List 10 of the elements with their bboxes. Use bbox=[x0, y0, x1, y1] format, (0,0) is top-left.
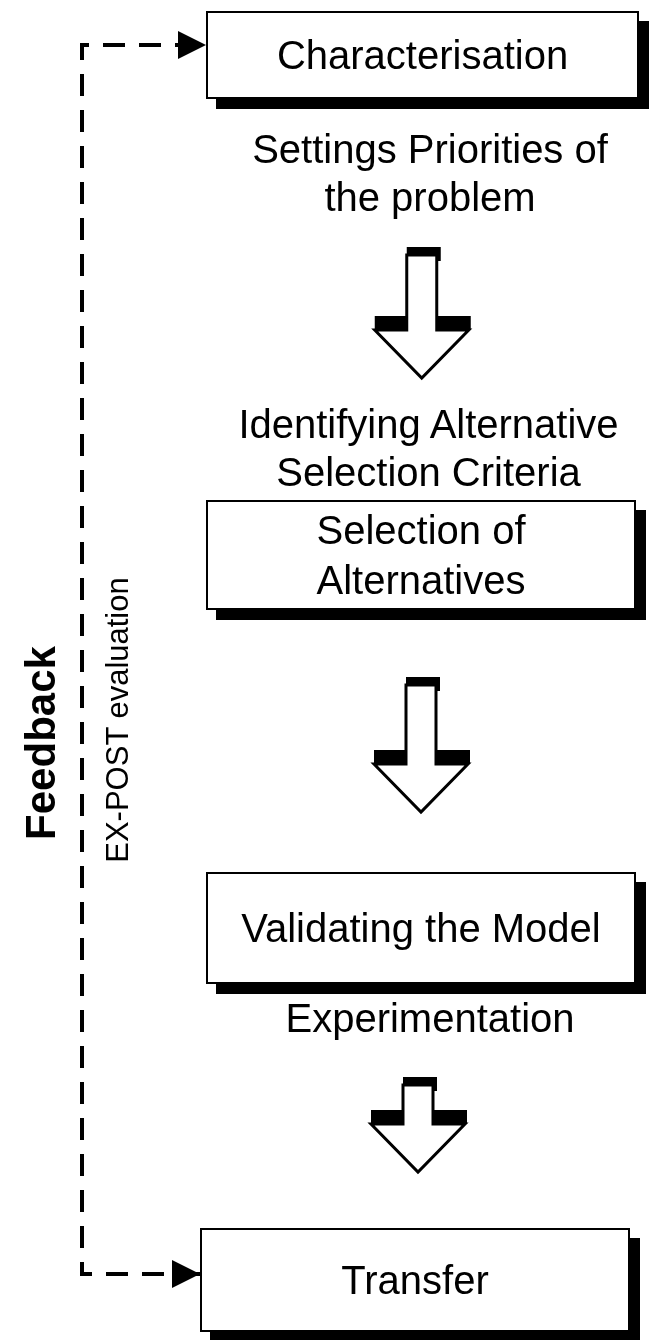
vertical-label: EX-POST evaluation bbox=[98, 577, 136, 863]
box-title: Transfer bbox=[341, 1257, 489, 1304]
step-caption: Experimentation bbox=[284, 995, 576, 1042]
step-caption: Settings Priorities of the problem bbox=[251, 126, 609, 221]
dashed-arrow bbox=[80, 31, 206, 1288]
box-title: Selection of Alternatives bbox=[315, 507, 527, 604]
box-title: Validating the Model bbox=[241, 905, 601, 952]
step-caption: Identifying Alternative Selection Criteria bbox=[237, 401, 620, 496]
box-title: Characterisation bbox=[276, 32, 569, 79]
vertical-label: Feedback bbox=[15, 646, 65, 840]
